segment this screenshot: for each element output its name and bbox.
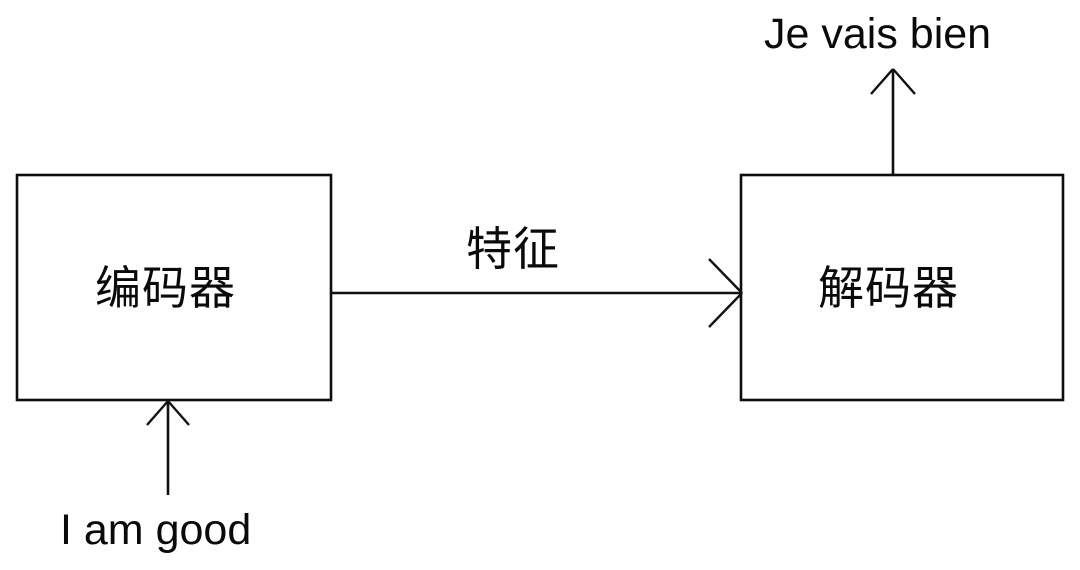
input-sentence-label: I am good [60, 506, 252, 554]
encoder-box[interactable] [15, 173, 333, 402]
decoder-to-output-arrow [870, 68, 916, 175]
output-sentence-label: Je vais bien [764, 10, 992, 58]
decoder-box[interactable] [739, 173, 1065, 402]
encoder-box-label: 编码器 [95, 261, 236, 315]
input-to-encoder-arrow [146, 400, 190, 495]
feature-edge-label: 特征 [466, 222, 560, 276]
decoder-box-label: 解码器 [818, 261, 959, 315]
encoder-to-decoder-arrow [331, 258, 743, 328]
